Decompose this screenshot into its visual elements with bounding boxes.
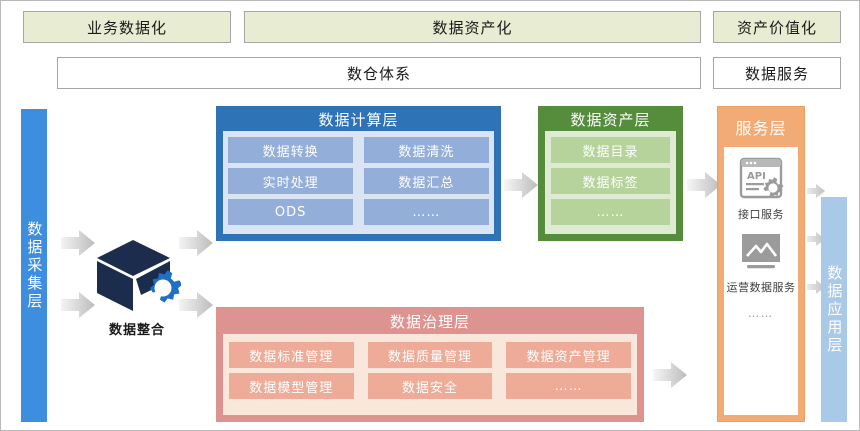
asset-layer-tiles: 数据目录 数据标签 …… — [545, 131, 676, 234]
collect-layer-label: 数据采集层 — [25, 220, 44, 311]
second-banner-label: 数据服务 — [744, 64, 809, 83]
service-more-label: …… — [748, 306, 774, 320]
compute-tile[interactable]: …… — [363, 199, 489, 225]
compute-layer-panel: 数据计算层 数据转换 数据清洗 实时处理 数据汇总 ODS …… — [216, 106, 501, 241]
compute-tile[interactable]: 数据清洗 — [363, 137, 489, 163]
compute-tile[interactable]: ODS — [228, 199, 354, 225]
asset-tile[interactable]: 数据目录 — [551, 137, 670, 163]
arrow-service-to-apply-1 — [807, 183, 825, 199]
apply-layer-column: 数据应用层 — [821, 197, 847, 422]
service-item-label: 接口服务 — [738, 208, 784, 221]
top-banner-label: 数据资产化 — [432, 18, 513, 37]
top-banner-data-assetization: 数据资产化 — [244, 11, 701, 43]
compute-tile[interactable]: 数据汇总 — [363, 168, 489, 194]
governance-tile[interactable]: 数据资产管理 — [506, 342, 631, 368]
asset-layer-title: 数据资产层 — [570, 110, 651, 129]
governance-layer-title: 数据治理层 — [389, 312, 470, 331]
arrow-asset-to-service — [687, 171, 721, 199]
governance-tile[interactable]: 数据质量管理 — [367, 342, 493, 368]
second-banner-warehouse-system: 数仓体系 — [57, 57, 701, 89]
cube-gear-icon — [95, 237, 183, 315]
governance-tile[interactable]: 数据标准管理 — [229, 342, 354, 368]
analytics-monitor-icon — [738, 232, 784, 276]
governance-layer-panel: 数据治理层 数据标准管理 数据质量管理 数据资产管理 数据模型管理 数据安全 …… — [216, 307, 644, 422]
top-banner-business-digitization: 业务数据化 — [23, 11, 231, 43]
governance-tile[interactable]: …… — [506, 373, 631, 399]
compute-tile[interactable]: 数据转换 — [228, 137, 354, 163]
governance-layer-tiles: 数据标准管理 数据质量管理 数据资产管理 数据模型管理 数据安全 …… — [223, 334, 637, 415]
arrow-integration-to-governance — [179, 291, 213, 319]
compute-layer-title: 数据计算层 — [318, 110, 399, 129]
integration-label: 数据整合 — [108, 323, 165, 338]
top-banner-label: 业务数据化 — [86, 18, 167, 37]
governance-tile[interactable]: 数据模型管理 — [229, 373, 354, 399]
arrow-collect-to-integration-top — [61, 229, 95, 257]
service-layer-body: API 接口服务 运营数据服务 …… — [724, 147, 798, 415]
apply-layer-label: 数据应用层 — [825, 264, 844, 355]
arrow-compute-to-asset — [504, 171, 538, 199]
arrow-governance-to-service — [653, 361, 687, 389]
governance-tile[interactable]: 数据安全 — [367, 373, 493, 399]
arrow-service-to-apply-2 — [807, 231, 825, 247]
service-layer-title: 服务层 — [735, 119, 787, 138]
asset-tile[interactable]: 数据标签 — [551, 168, 670, 194]
second-banner-data-service: 数据服务 — [713, 57, 841, 89]
svg-text:API: API — [747, 171, 766, 182]
asset-layer-panel: 数据资产层 数据目录 数据标签 …… — [538, 106, 683, 241]
second-banner-label: 数仓体系 — [346, 64, 411, 83]
top-banner-asset-valuation: 资产价值化 — [713, 11, 841, 43]
collect-layer-column: 数据采集层 — [21, 109, 47, 422]
arrow-collect-to-integration-bottom — [61, 291, 95, 319]
compute-layer-tiles: 数据转换 数据清洗 实时处理 数据汇总 ODS …… — [223, 131, 494, 234]
compute-tile[interactable]: 实时处理 — [228, 168, 354, 194]
service-item-label: 运营数据服务 — [726, 280, 796, 294]
top-banner-label: 资产价值化 — [736, 18, 817, 37]
asset-tile[interactable]: …… — [551, 199, 670, 225]
arrow-service-to-apply-3 — [807, 279, 825, 295]
service-layer-panel: 服务层 API 接口服务 — [717, 106, 805, 422]
api-window-icon: API — [738, 157, 784, 203]
arrow-integration-to-compute — [179, 229, 213, 257]
